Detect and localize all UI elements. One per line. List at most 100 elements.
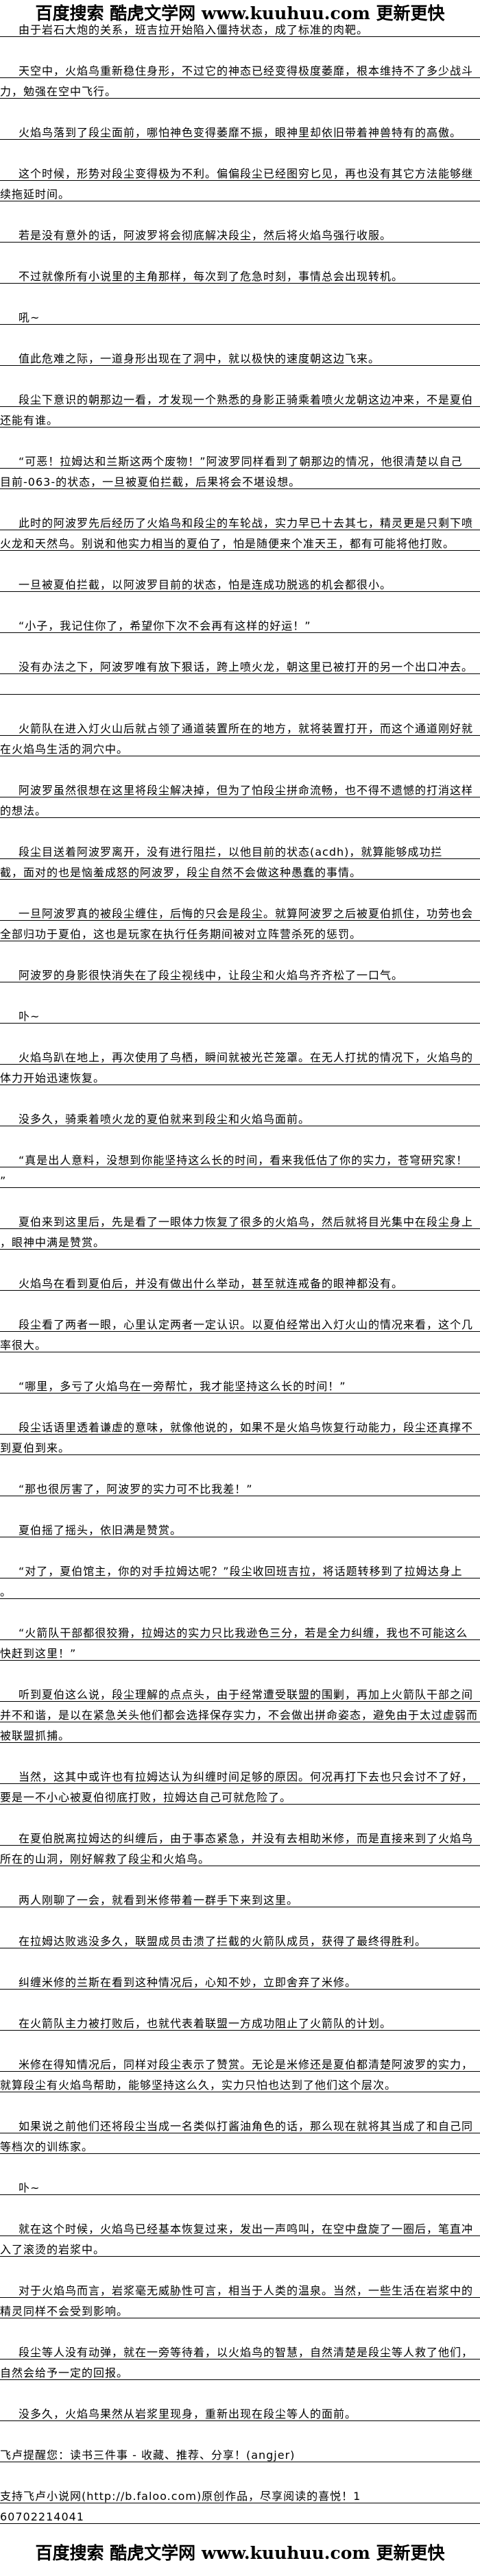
paragraph: “对了，夏伯馆主，你的对手拉姆达呢？”段尘收回班吉拉，将话题转移到了拉姆达身上。 bbox=[0, 1558, 480, 1599]
text-line: “小子，我记住你了，希望你下次不会再有这样的好运！” bbox=[0, 612, 480, 633]
text-line: 火焰鸟在看到夏伯后，并没有做出什么举动，甚至就连戒备的眼神都没有。 bbox=[0, 1270, 480, 1291]
text-line: 在夏伯脱离拉姆达的纠缠后，由于事态紧急，并没有去相助米修，而是直接来到了火焰鸟 bbox=[0, 1825, 480, 1846]
text-line: 在火箭队主力被打败后，也就代表着联盟一方成功阻止了火箭队的计划。 bbox=[0, 2010, 480, 2031]
paragraph: “真是出人意料，没想到你能坚持这么长的时间，看来我低估了你的实力，苍穹研究家！” bbox=[0, 1147, 480, 1188]
text-line: ” bbox=[0, 1167, 480, 1188]
text-line: 被联盟抓捕。 bbox=[0, 1722, 480, 1743]
text-line: 夏伯摇了摇头，依旧满是赞赏。 bbox=[0, 1517, 480, 1537]
text-line: “对了，夏伯馆主，你的对手拉姆达呢？”段尘收回班吉拉，将话题转移到了拉姆达身上 bbox=[0, 1558, 480, 1578]
text-line: 段尘等人没有动弹，就在一旁等待着，以火焰鸟的智慧，自然清楚是段尘等人救了他们， bbox=[0, 2339, 480, 2360]
text-line: 阿波罗的身影很快消失在了段尘视线中，让段尘和火焰鸟齐齐松了一口气。 bbox=[0, 962, 480, 982]
paragraph: 一旦阿波罗真的被段尘缠住，后悔的只会是段尘。就算阿波罗之后被夏伯抓住，功劳也会全… bbox=[0, 900, 480, 941]
paragraph: 就在这个时候，火焰鸟已经基本恢复过来，发出一声鸣叫，在空中盘旋了一圈后，笔直冲入… bbox=[0, 2216, 480, 2257]
text-line: “火箭队干部都很狡猾，拉姆达的实力只比我逊色三分，若是全力纠缠，我也不可能这么 bbox=[0, 1620, 480, 1640]
text-line: 两人刚聊了一会，就看到米修带着一群手下来到这里。 bbox=[0, 1887, 480, 1907]
text-line: “那也很厉害了，阿波罗的实力可不比我差！” bbox=[0, 1476, 480, 1496]
text-line: 自然会给予一定的回报。 bbox=[0, 2360, 480, 2380]
paragraph: 段尘下意识的朝那边一看，才发现一个熟悉的身影正骑乘着喷火龙朝这边冲来，不是夏伯还… bbox=[0, 386, 480, 428]
paragraph: 火焰鸟在看到夏伯后，并没有做出什么举动，甚至就连戒备的眼神都没有。 bbox=[0, 1270, 480, 1291]
text-line: 入了滚烫的岩浆中。 bbox=[0, 2236, 480, 2257]
text-line: 等档次的训练家。 bbox=[0, 2133, 480, 2154]
text-line: 一旦阿波罗真的被段尘缠住，后悔的只会是段尘。就算阿波罗之后被夏伯抓住，功劳也会 bbox=[0, 900, 480, 921]
text-line: “真是出人意料，没想到你能坚持这么长的时间，看来我低估了你的实力，苍穹研究家！ bbox=[0, 1147, 480, 1167]
paragraph: 此时的阿波罗先后经历了火焰鸟和段尘的车轮战，实力早已十去其七，精灵更是只剩下喷火… bbox=[0, 510, 480, 551]
paragraph: 没多久，骑乘着喷火龙的夏伯就来到段尘和火焰鸟面前。 bbox=[0, 1106, 480, 1126]
paragraph: 天空中，火焰鸟重新稳住身形，不过它的神态已经变得极度萎靡，根本维持不了多少战斗力… bbox=[0, 58, 480, 99]
paragraph: “那也很厉害了，阿波罗的实力可不比我差！” bbox=[0, 1476, 480, 1496]
text-line: 如果说之前他们还将段尘当成一名类似打酱油角色的话，那么现在就将其当成了和自己同 bbox=[0, 2113, 480, 2133]
paragraph: 一旦被夏伯拦截，以阿波罗目前的状态，怕是连成功脱逃的机会都很小。 bbox=[0, 571, 480, 592]
paragraph: 在火箭队主力被打败后，也就代表着联盟一方成功阻止了火箭队的计划。 bbox=[0, 2010, 480, 2031]
text-line: 率很大。 bbox=[0, 1332, 480, 1352]
paragraph: 夏伯摇了摇头，依旧满是赞赏。 bbox=[0, 1517, 480, 1537]
text-line: 要是一不小心被夏伯彻底打败，拉姆达自己可就危险了。 bbox=[0, 1784, 480, 1805]
text-line: 到夏伯到来。 bbox=[0, 1435, 480, 1455]
text-line: 段尘目送着阿波罗离开，没有进行阻拦，以他目前的状态(acdh)，就算能够成功拦 bbox=[0, 839, 480, 859]
text-line bbox=[0, 674, 480, 695]
text-line: 力，勉强在空中飞行。 bbox=[0, 78, 480, 99]
paragraph: 火焰鸟趴在地上，再次使用了鸟栖，瞬间就被光芒笼罩。在无人打扰的情况下，火焰鸟的体… bbox=[0, 1044, 480, 1085]
text-line: 在火焰鸟生活的洞穴中。 bbox=[0, 736, 480, 756]
paragraph: 若是没有意外的话，阿波罗将会彻底解决段尘，然后将火焰鸟强行收服。 bbox=[0, 222, 480, 243]
text-line: 就在这个时候，火焰鸟已经基本恢复过来，发出一声鸣叫，在空中盘旋了一圈后，笔直冲 bbox=[0, 2216, 480, 2236]
paragraph: 段尘等人没有动弹，就在一旁等待着，以火焰鸟的智慧，自然清楚是段尘等人救了他们，自… bbox=[0, 2339, 480, 2380]
site-footer-logo: 百度搜索 酷虎文学网 www.kuuhuu.com 更新更快 bbox=[35, 2543, 445, 2563]
paragraph: 飞卢提醒您：读书三件事 - 收藏、推荐、分享！(angjer) bbox=[0, 2442, 480, 2462]
paragraph: 卟~ bbox=[0, 1003, 480, 1024]
paragraph: 段尘话语里透着谦虚的意味，就像他说的，如果不是火焰鸟恢复行动能力，段尘还真撑不到… bbox=[0, 1414, 480, 1455]
text-line: 体力开始迅速恢复。 bbox=[0, 1065, 480, 1085]
text-line: 段尘下意识的朝那边一看，才发现一个熟悉的身影正骑乘着喷火龙朝这边冲来，不是夏伯 bbox=[0, 386, 480, 407]
paragraph: 夏伯来到这里后，先是看了一眼体力恢复了很多的火焰鸟，然后就将目光集中在段尘身上，… bbox=[0, 1209, 480, 1250]
text-line: 的想法。 bbox=[0, 797, 480, 818]
text-line: 。 bbox=[0, 1578, 480, 1599]
text-line: 段尘话语里透着谦虚的意味，就像他说的，如果不是火焰鸟恢复行动能力，段尘还真撑不 bbox=[0, 1414, 480, 1435]
text-line: 一旦被夏伯拦截，以阿波罗目前的状态，怕是连成功脱逃的机会都很小。 bbox=[0, 571, 480, 592]
paragraph: 卟~ bbox=[0, 2175, 480, 2195]
chapter-content: 由于岩石大炮的关系，班吉拉开始陷入僵持状态，成了标准的肉靶。天空中，火焰鸟重新稳… bbox=[0, 16, 480, 2524]
text-line: 火龙和天然鸟。别说和他实力相当的夏伯了，怕是随便来个准天王，都有可能将他打败。 bbox=[0, 530, 480, 551]
paragraph: 在夏伯脱离拉姆达的纠缠后，由于事态紧急，并没有去相助米修，而是直接来到了火焰鸟所… bbox=[0, 1825, 480, 1866]
text-line: 全部归功于夏伯，这也是玩家在执行任务期间被对立阵营杀死的惩罚。 bbox=[0, 921, 480, 941]
text-line: 夏伯来到这里后，先是看了一眼体力恢复了很多的火焰鸟，然后就将目光集中在段尘身上 bbox=[0, 1209, 480, 1229]
text-line: 对于火焰鸟而言，岩浆毫无威胁性可言，相当于人类的温泉。当然，一些生活在岩浆中的 bbox=[0, 2277, 480, 2298]
text-line: 卟~ bbox=[0, 1003, 480, 1024]
text-line: 目前-063-的状态，一旦被夏伯拦截，后果将会不堪设想。 bbox=[0, 469, 480, 489]
paragraph: “火箭队干部都很狡猾，拉姆达的实力只比我逊色三分，若是全力纠缠，我也不可能这么快… bbox=[0, 1620, 480, 1661]
paragraph: “小子，我记住你了，希望你下次不会再有这样的好运！” bbox=[0, 612, 480, 633]
paragraph: 听到夏伯这么说，段尘理解的点点头，由于经常遭受联盟的围剿，再加上火箭队干部之间并… bbox=[0, 1681, 480, 1743]
paragraph: 当然，这其中或许也有拉姆达认为纠缠时间足够的原因。何况再打下去也只会讨不了好，要… bbox=[0, 1763, 480, 1805]
text-line: 在拉姆达败逃没多久，联盟成员击溃了拦截的火箭队成员，获得了最终得胜利。 bbox=[0, 1928, 480, 1948]
paragraph: 值此危难之际，一道身形出现在了洞中，就以极快的速度朝这边飞来。 bbox=[0, 345, 480, 366]
text-line: 此时的阿波罗先后经历了火焰鸟和段尘的车轮战，实力早已十去其七，精灵更是只剩下喷 bbox=[0, 510, 480, 530]
text-line: 天空中，火焰鸟重新稳住身形，不过它的神态已经变得极度萎靡，根本维持不了多少战斗 bbox=[0, 58, 480, 78]
text-line: 快赶到这里！” bbox=[0, 1640, 480, 1661]
site-banner-logo: 百度搜索 酷虎文学网 www.kuuhuu.com 更新更快 bbox=[35, 3, 445, 23]
paragraph: 没多久，火焰鸟果然从岩浆里现身，重新出现在段尘等人的面前。 bbox=[0, 2401, 480, 2421]
paragraph: 纠缠米修的兰斯在看到这种情况后，心知不妙，立即舍弃了米修。 bbox=[0, 1969, 480, 1990]
text-line: 没多久，火焰鸟果然从岩浆里现身，重新出现在段尘等人的面前。 bbox=[0, 2401, 480, 2421]
text-line: 值此危难之际，一道身形出现在了洞中，就以极快的速度朝这边飞来。 bbox=[0, 345, 480, 366]
text-line: 吼~ bbox=[0, 304, 480, 325]
text-line: 截，面对的也是恼羞成怒的阿波罗，段尘自然不会做这种愚蠢的事情。 bbox=[0, 859, 480, 880]
text-line: 火焰鸟落到了段尘面前，哪怕神色变得萎靡不振，眼神里却依旧带着神兽特有的高傲。 bbox=[0, 119, 480, 140]
paragraph: 两人刚聊了一会，就看到米修带着一群手下来到这里。 bbox=[0, 1887, 480, 1907]
text-line: 卟~ bbox=[0, 2175, 480, 2195]
paragraph: 火箭队在进入灯火山后就占领了通道装置所在的地方，就将装置打开，而这个通道刚好就在… bbox=[0, 715, 480, 756]
text-line: 阿波罗虽然很想在这里将段尘解决掉，但为了怕段尘拼命流畅，也不得不遗憾的打消这样 bbox=[0, 777, 480, 797]
text-line: 不过就像所有小说里的主角那样，每次到了危急时刻，事情总会出现转机。 bbox=[0, 263, 480, 284]
text-line: “哪里，多亏了火焰鸟在一旁帮忙，我才能坚持这么长的时间！” bbox=[0, 1373, 480, 1394]
text-line: 火箭队在进入灯火山后就占领了通道装置所在的地方，就将装置打开，而这个通道刚好就 bbox=[0, 715, 480, 736]
text-line: 没多久，骑乘着喷火龙的夏伯就来到段尘和火焰鸟面前。 bbox=[0, 1106, 480, 1126]
text-line: 并不和谐，是以在紧急关头他们都会选择保存实力，不会做出拼命姿态，避免由于太过虚弱… bbox=[0, 1702, 480, 1722]
paragraph: 段尘看了两者一眼，心里认定两者一定认识。以夏伯经常出入灯火山的情况来看，这个几率… bbox=[0, 1311, 480, 1352]
paragraph: 支持飞卢小说网(http://b.faloo.com)原创作品，尽享阅读的喜悦！… bbox=[0, 2483, 480, 2524]
paragraph: 吼~ bbox=[0, 304, 480, 325]
paragraph: 如果说之前他们还将段尘当成一名类似打酱油角色的话，那么现在就将其当成了和自己同等… bbox=[0, 2113, 480, 2154]
paragraph: 对于火焰鸟而言，岩浆毫无威胁性可言，相当于人类的温泉。当然，一些生活在岩浆中的精… bbox=[0, 2277, 480, 2318]
text-line: 就算段尘有火焰鸟帮助，能够坚持这么久，实力只怕也达到了他们这个层次。 bbox=[0, 2072, 480, 2092]
text-line: 若是没有意外的话，阿波罗将会彻底解决段尘，然后将火焰鸟强行收服。 bbox=[0, 222, 480, 243]
text-line: “可恶！拉姆达和兰斯这两个废物！”阿波罗同样看到了朝那边的情况，他很清楚以自己 bbox=[0, 448, 480, 469]
paragraph: 不过就像所有小说里的主角那样，每次到了危急时刻，事情总会出现转机。 bbox=[0, 263, 480, 284]
text-line: 精灵同样不会受到影响。 bbox=[0, 2298, 480, 2318]
paragraph: 阿波罗虽然很想在这里将段尘解决掉，但为了怕段尘拼命流畅，也不得不遗憾的打消这样的… bbox=[0, 777, 480, 818]
